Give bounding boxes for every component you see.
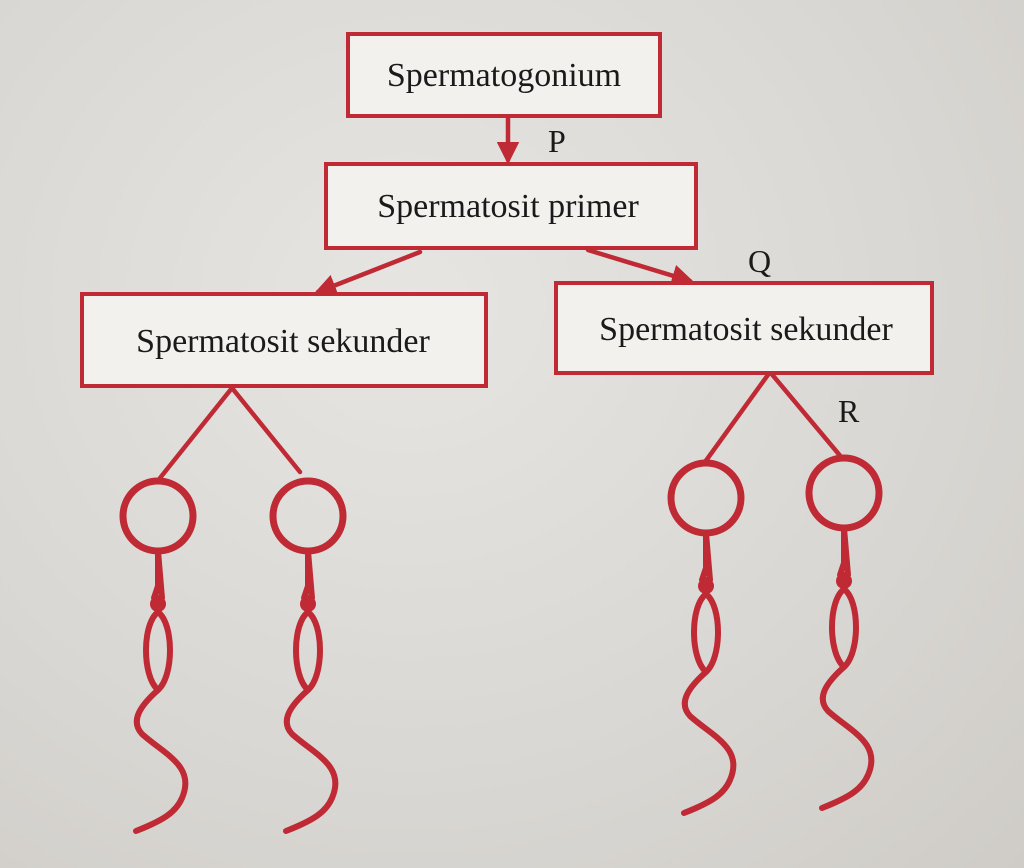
sperm-icon xyxy=(671,463,741,813)
node-spermatosit-sekunder-right: Spermatosit sekunder xyxy=(554,281,934,375)
arrow-primary-to-secondary-left xyxy=(313,249,423,296)
node-spermatosit-sekunder-left: Spermatosit sekunder xyxy=(80,292,488,388)
step-label-r: R xyxy=(838,393,860,429)
arrow-primary-to-secondary-right xyxy=(585,247,695,287)
sperm-icon xyxy=(809,458,879,808)
sperm-icon xyxy=(123,481,193,831)
node-spermatosit-primer: Spermatosit primer xyxy=(324,162,698,250)
step-label-p: P xyxy=(548,123,566,159)
sperm-icon xyxy=(273,481,343,831)
node-spermatosit-sekunder-right-label: Spermatosit sekunder xyxy=(599,311,893,348)
node-spermatosit-sekunder-left-label: Spermatosit sekunder xyxy=(136,323,430,360)
node-spermatosit-primer-label: Spermatosit primer xyxy=(377,188,639,225)
step-label-q: Q xyxy=(748,243,771,279)
node-spermatogonium: Spermatogonium xyxy=(346,32,662,118)
node-spermatogonium-label: Spermatogonium xyxy=(387,57,621,94)
branch-right xyxy=(702,368,845,465)
branch-left xyxy=(157,384,303,481)
